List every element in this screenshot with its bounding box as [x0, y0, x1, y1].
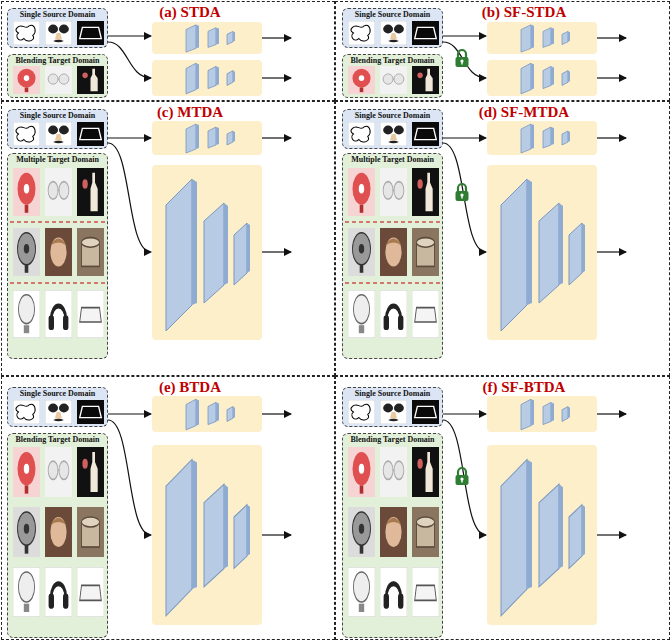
domain-box: Blending Target Domain — [7, 54, 108, 98]
domain-box: Single Source Domain — [342, 8, 443, 48]
btda-illustration — [7, 387, 291, 638]
panel-title: (f) SF-BTDA — [444, 379, 604, 396]
lock-icon — [456, 50, 469, 67]
panel: (f) SF-BTDASingle Source DomainBlending … — [335, 376, 670, 640]
domain-box: Blending Target Domain — [7, 433, 108, 638]
panel-title: (c) MTDA — [110, 104, 270, 121]
domain-box: Blending Target Domain — [342, 54, 443, 98]
sf-stda-illustration — [342, 8, 626, 98]
domain-heading: Multiple Target Domain — [343, 154, 442, 165]
domain-heading: Single Source Domain — [8, 110, 107, 121]
domain-box: Single Source Domain — [342, 387, 443, 427]
domain-heading: Single Source Domain — [8, 9, 107, 20]
domain-box: Single Source Domain — [7, 387, 108, 427]
sf-btda-illustration — [342, 387, 626, 638]
panel: (a) STDASingle Source DomainBlending Tar… — [1, 1, 335, 101]
panel-title: (e) BTDA — [110, 379, 270, 396]
panel-title: (a) STDA — [110, 4, 270, 21]
domain-heading: Single Source Domain — [8, 388, 107, 399]
panel-title: (d) SF-MTDA — [444, 104, 604, 121]
domain-heading: Single Source Domain — [343, 9, 442, 20]
domain-box: Multiple Target Domain — [7, 153, 108, 359]
sf-mtda-illustration — [342, 109, 626, 359]
stda-illustration — [7, 8, 291, 98]
domain-heading: Blending Target Domain — [8, 55, 107, 66]
domain-box: Single Source Domain — [342, 109, 443, 149]
domain-heading: Multiple Target Domain — [8, 154, 107, 165]
domain-box: Multiple Target Domain — [342, 153, 443, 359]
domain-box: Blending Target Domain — [342, 433, 443, 638]
domain-heading: Blending Target Domain — [343, 55, 442, 66]
mtda-illustration — [7, 109, 291, 359]
domain-heading: Single Source Domain — [343, 110, 442, 121]
lock-icon — [456, 184, 469, 201]
domain-heading: Blending Target Domain — [8, 434, 107, 445]
domain-box: Single Source Domain — [7, 109, 108, 149]
domain-box: Single Source Domain — [7, 8, 108, 48]
panel-title: (b) SF-STDA — [444, 4, 604, 21]
lock-icon — [456, 468, 469, 485]
panel: (d) SF-MTDASingle Source DomainMultiple … — [335, 101, 670, 376]
panel: (e) BTDASingle Source DomainBlending Tar… — [1, 376, 335, 640]
panel: (b) SF-STDASingle Source DomainBlending … — [335, 1, 670, 101]
domain-heading: Single Source Domain — [343, 388, 442, 399]
domain-heading: Blending Target Domain — [343, 434, 442, 445]
panel: (c) MTDASingle Source DomainMultiple Tar… — [1, 101, 335, 376]
